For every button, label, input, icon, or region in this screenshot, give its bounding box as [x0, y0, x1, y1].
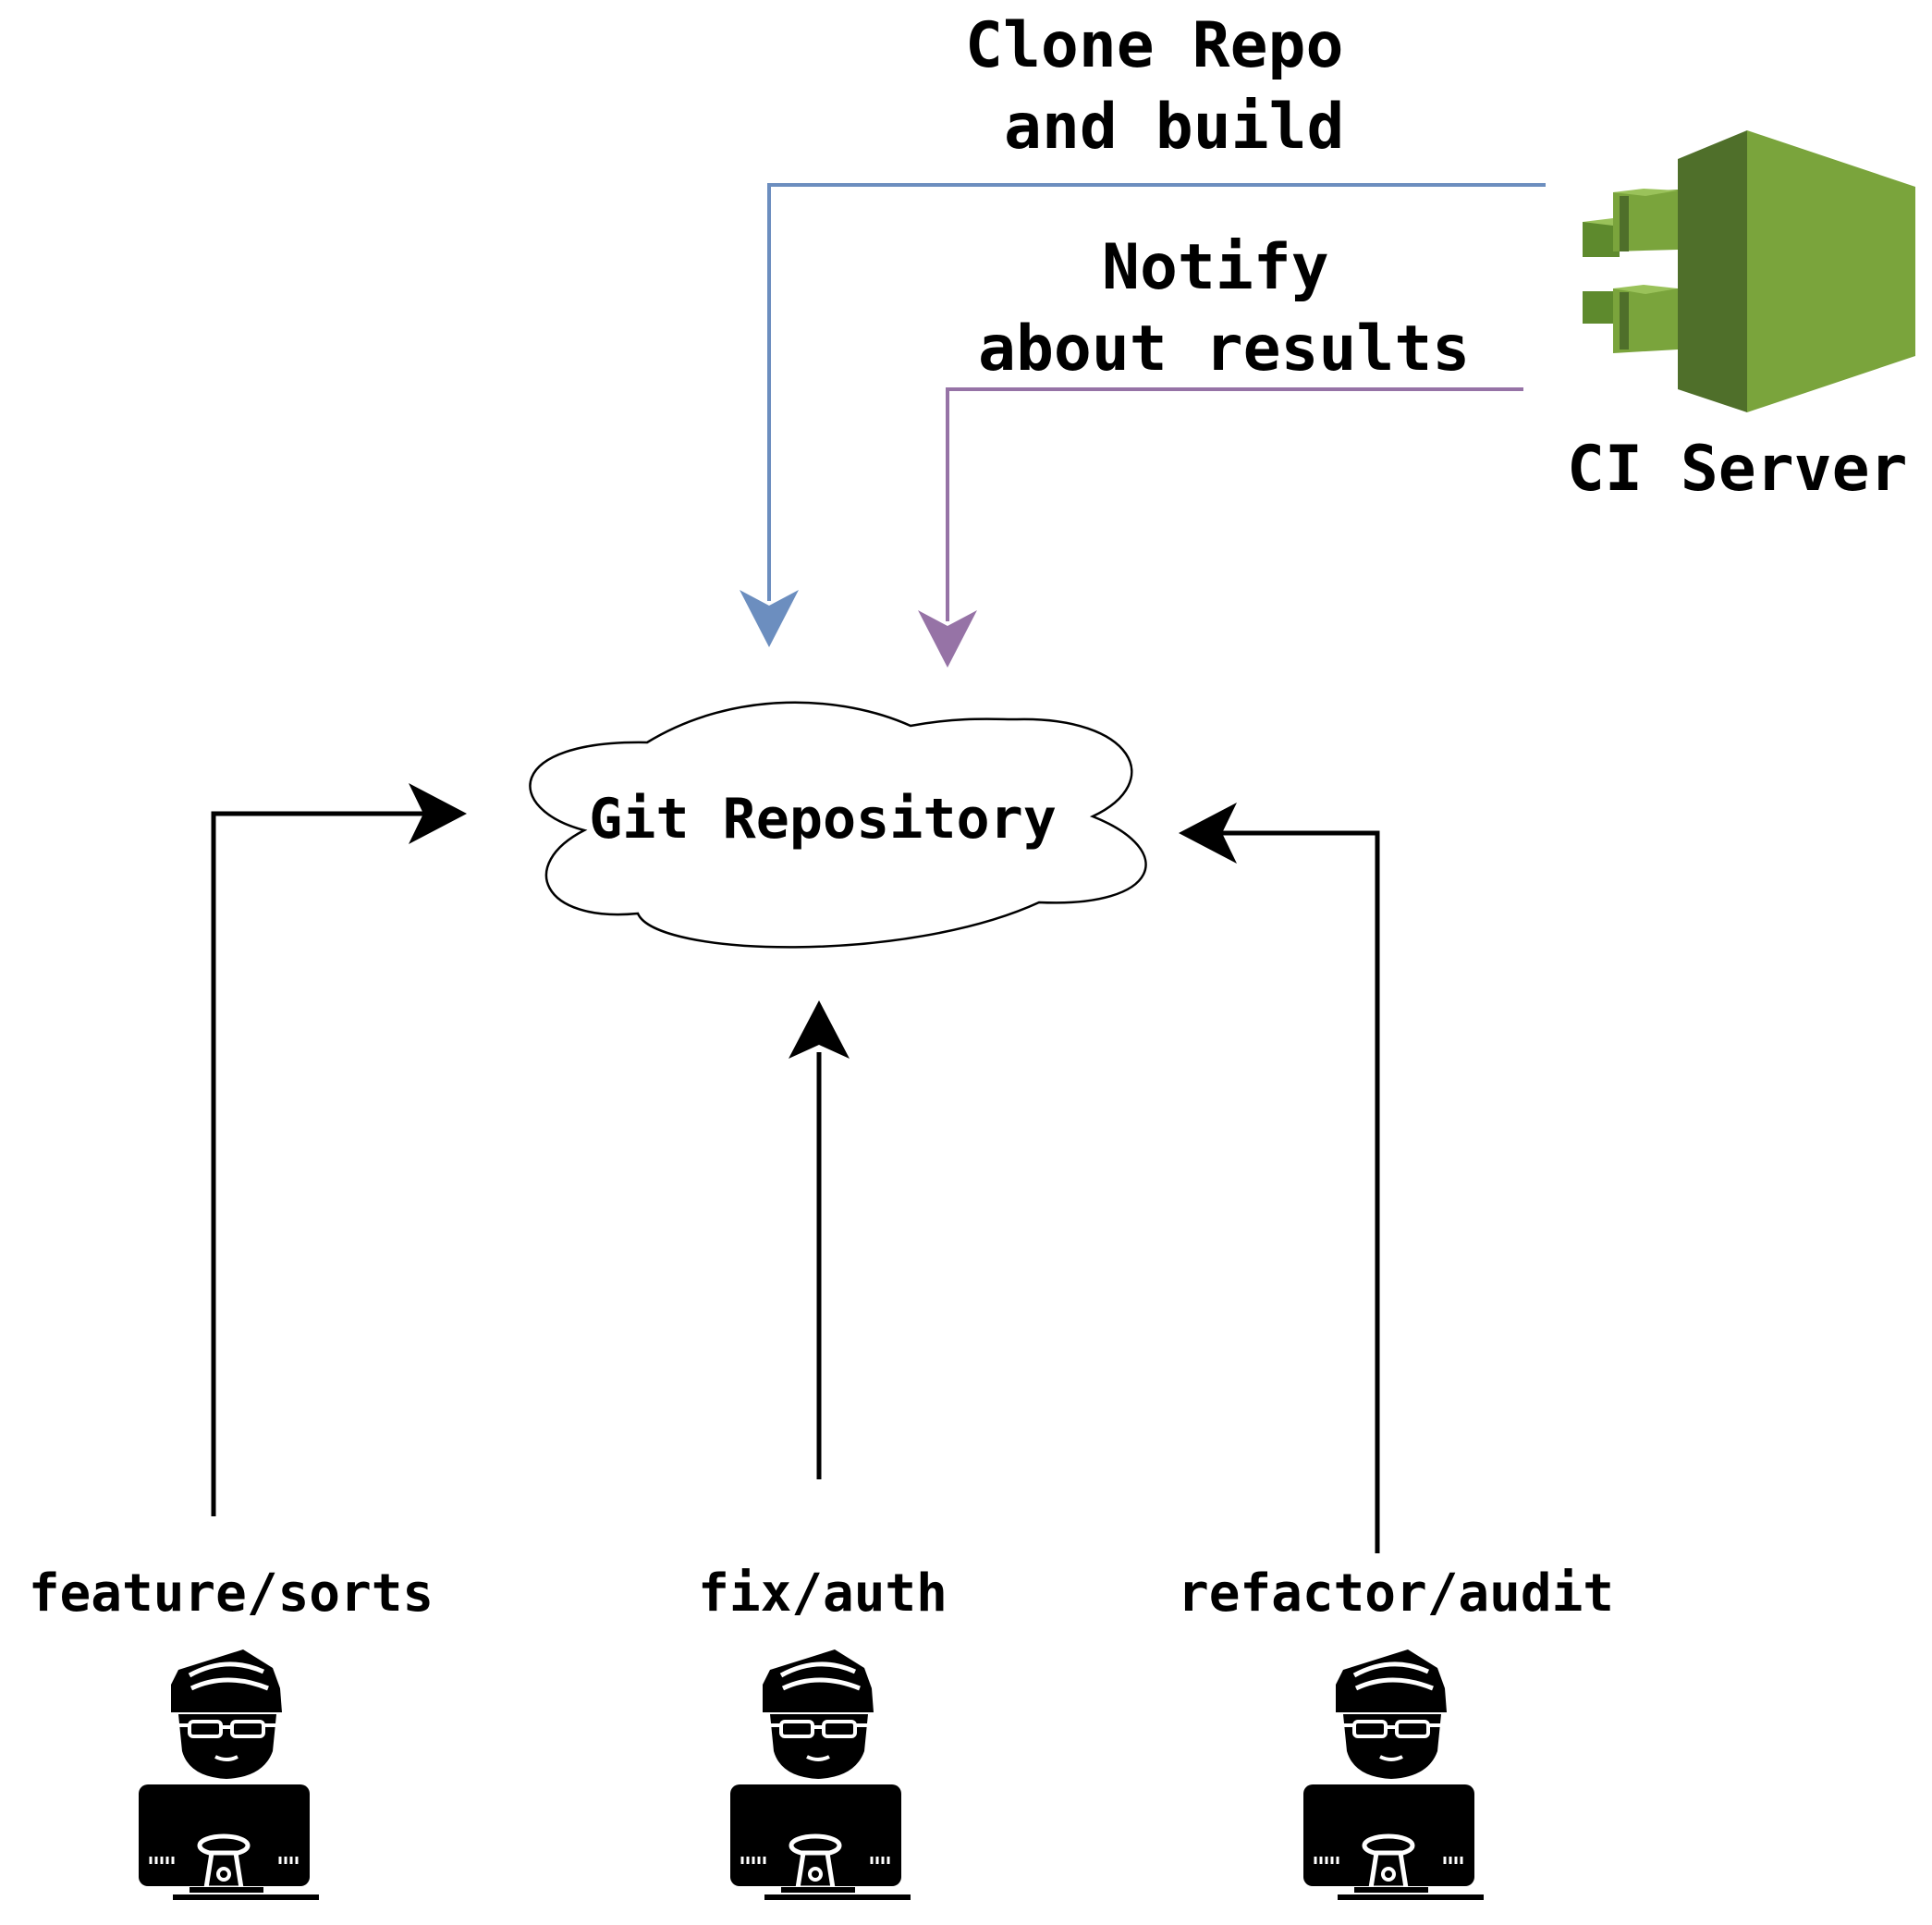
- branch-label-refactor-audit: refactor/audit: [1178, 1563, 1614, 1624]
- developer-icon-feature-sorts: [139, 1649, 319, 1897]
- developer-icon-fix-auth: [730, 1649, 911, 1897]
- developer-icon-refactor-audit: [1303, 1649, 1484, 1897]
- clone-repo-label-line1: Clone Repo: [965, 9, 1343, 82]
- notify-label-line2: about results: [978, 313, 1470, 386]
- ci-server-icon: [1583, 130, 1915, 412]
- notify-arrow: [918, 387, 1523, 668]
- push-arrow-fix-auth: [789, 1000, 850, 1479]
- branch-label-feature-sorts: feature/sorts: [29, 1563, 434, 1624]
- ci-server-label: CI Server: [1567, 433, 1907, 506]
- push-arrow-refactor-audit: [1179, 803, 1380, 1553]
- clone-repo-label-line2: and build: [1004, 91, 1344, 164]
- clone-repo-arrow: [740, 183, 1546, 647]
- git-repository-label: Git Repository: [589, 787, 1057, 852]
- push-arrow-feature-sorts: [211, 783, 467, 1516]
- notify-label-line1: Notify: [1102, 231, 1329, 304]
- branch-label-fix-auth: fix/auth: [698, 1563, 948, 1624]
- git-repository-cloud: [529, 701, 1147, 949]
